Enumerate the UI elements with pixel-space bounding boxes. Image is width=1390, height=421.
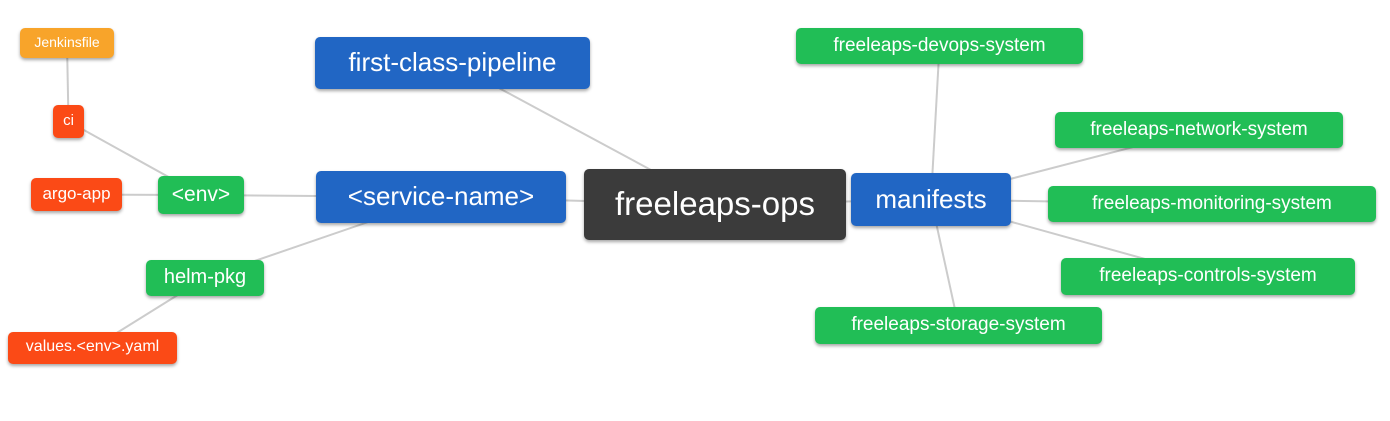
node-jenkinsfile[interactable]: Jenkinsfile	[20, 28, 114, 58]
node-freeleaps-ops[interactable]: freeleaps-ops	[584, 169, 846, 240]
node-label: ci	[63, 112, 74, 129]
node-label: freeleaps-monitoring-system	[1092, 192, 1332, 214]
node-label: <env>	[171, 182, 231, 206]
node-label: values.<env>.yaml	[25, 338, 160, 355]
node-argo-app[interactable]: argo-app	[31, 178, 122, 211]
node-label: freeleaps-storage-system	[851, 314, 1066, 335]
node-first-class-pipeline[interactable]: first-class-pipeline	[315, 37, 590, 89]
node-label: freeleaps-network-system	[1090, 118, 1308, 140]
node-label: freeleaps-devops-system	[833, 34, 1046, 56]
node-label: Jenkinsfile	[34, 34, 100, 50]
node-values-env-yaml[interactable]: values.<env>.yaml	[8, 332, 177, 364]
node-freeleaps-monitoring-system[interactable]: freeleaps-monitoring-system	[1048, 186, 1376, 222]
node-label: <service-name>	[347, 181, 535, 211]
node-label: freeleaps-controls-system	[1099, 265, 1317, 286]
node-freeleaps-controls-system[interactable]: freeleaps-controls-system	[1061, 258, 1355, 295]
node-ci[interactable]: ci	[53, 105, 84, 138]
node-freeleaps-network-system[interactable]: freeleaps-network-system	[1055, 112, 1343, 148]
node-label: helm-pkg	[163, 266, 247, 288]
node-env[interactable]: <env>	[158, 176, 244, 214]
node-label: argo-app	[42, 184, 111, 203]
node-label: manifests	[875, 183, 987, 214]
node-freeleaps-storage-system[interactable]: freeleaps-storage-system	[815, 307, 1102, 344]
node-service-name[interactable]: <service-name>	[316, 171, 566, 223]
node-manifests[interactable]: manifests	[851, 173, 1011, 226]
node-label: first-class-pipeline	[348, 47, 557, 77]
node-helm-pkg[interactable]: helm-pkg	[146, 260, 264, 296]
node-freeleaps-devops-system[interactable]: freeleaps-devops-system	[796, 28, 1083, 64]
node-label: freeleaps-ops	[615, 185, 815, 222]
